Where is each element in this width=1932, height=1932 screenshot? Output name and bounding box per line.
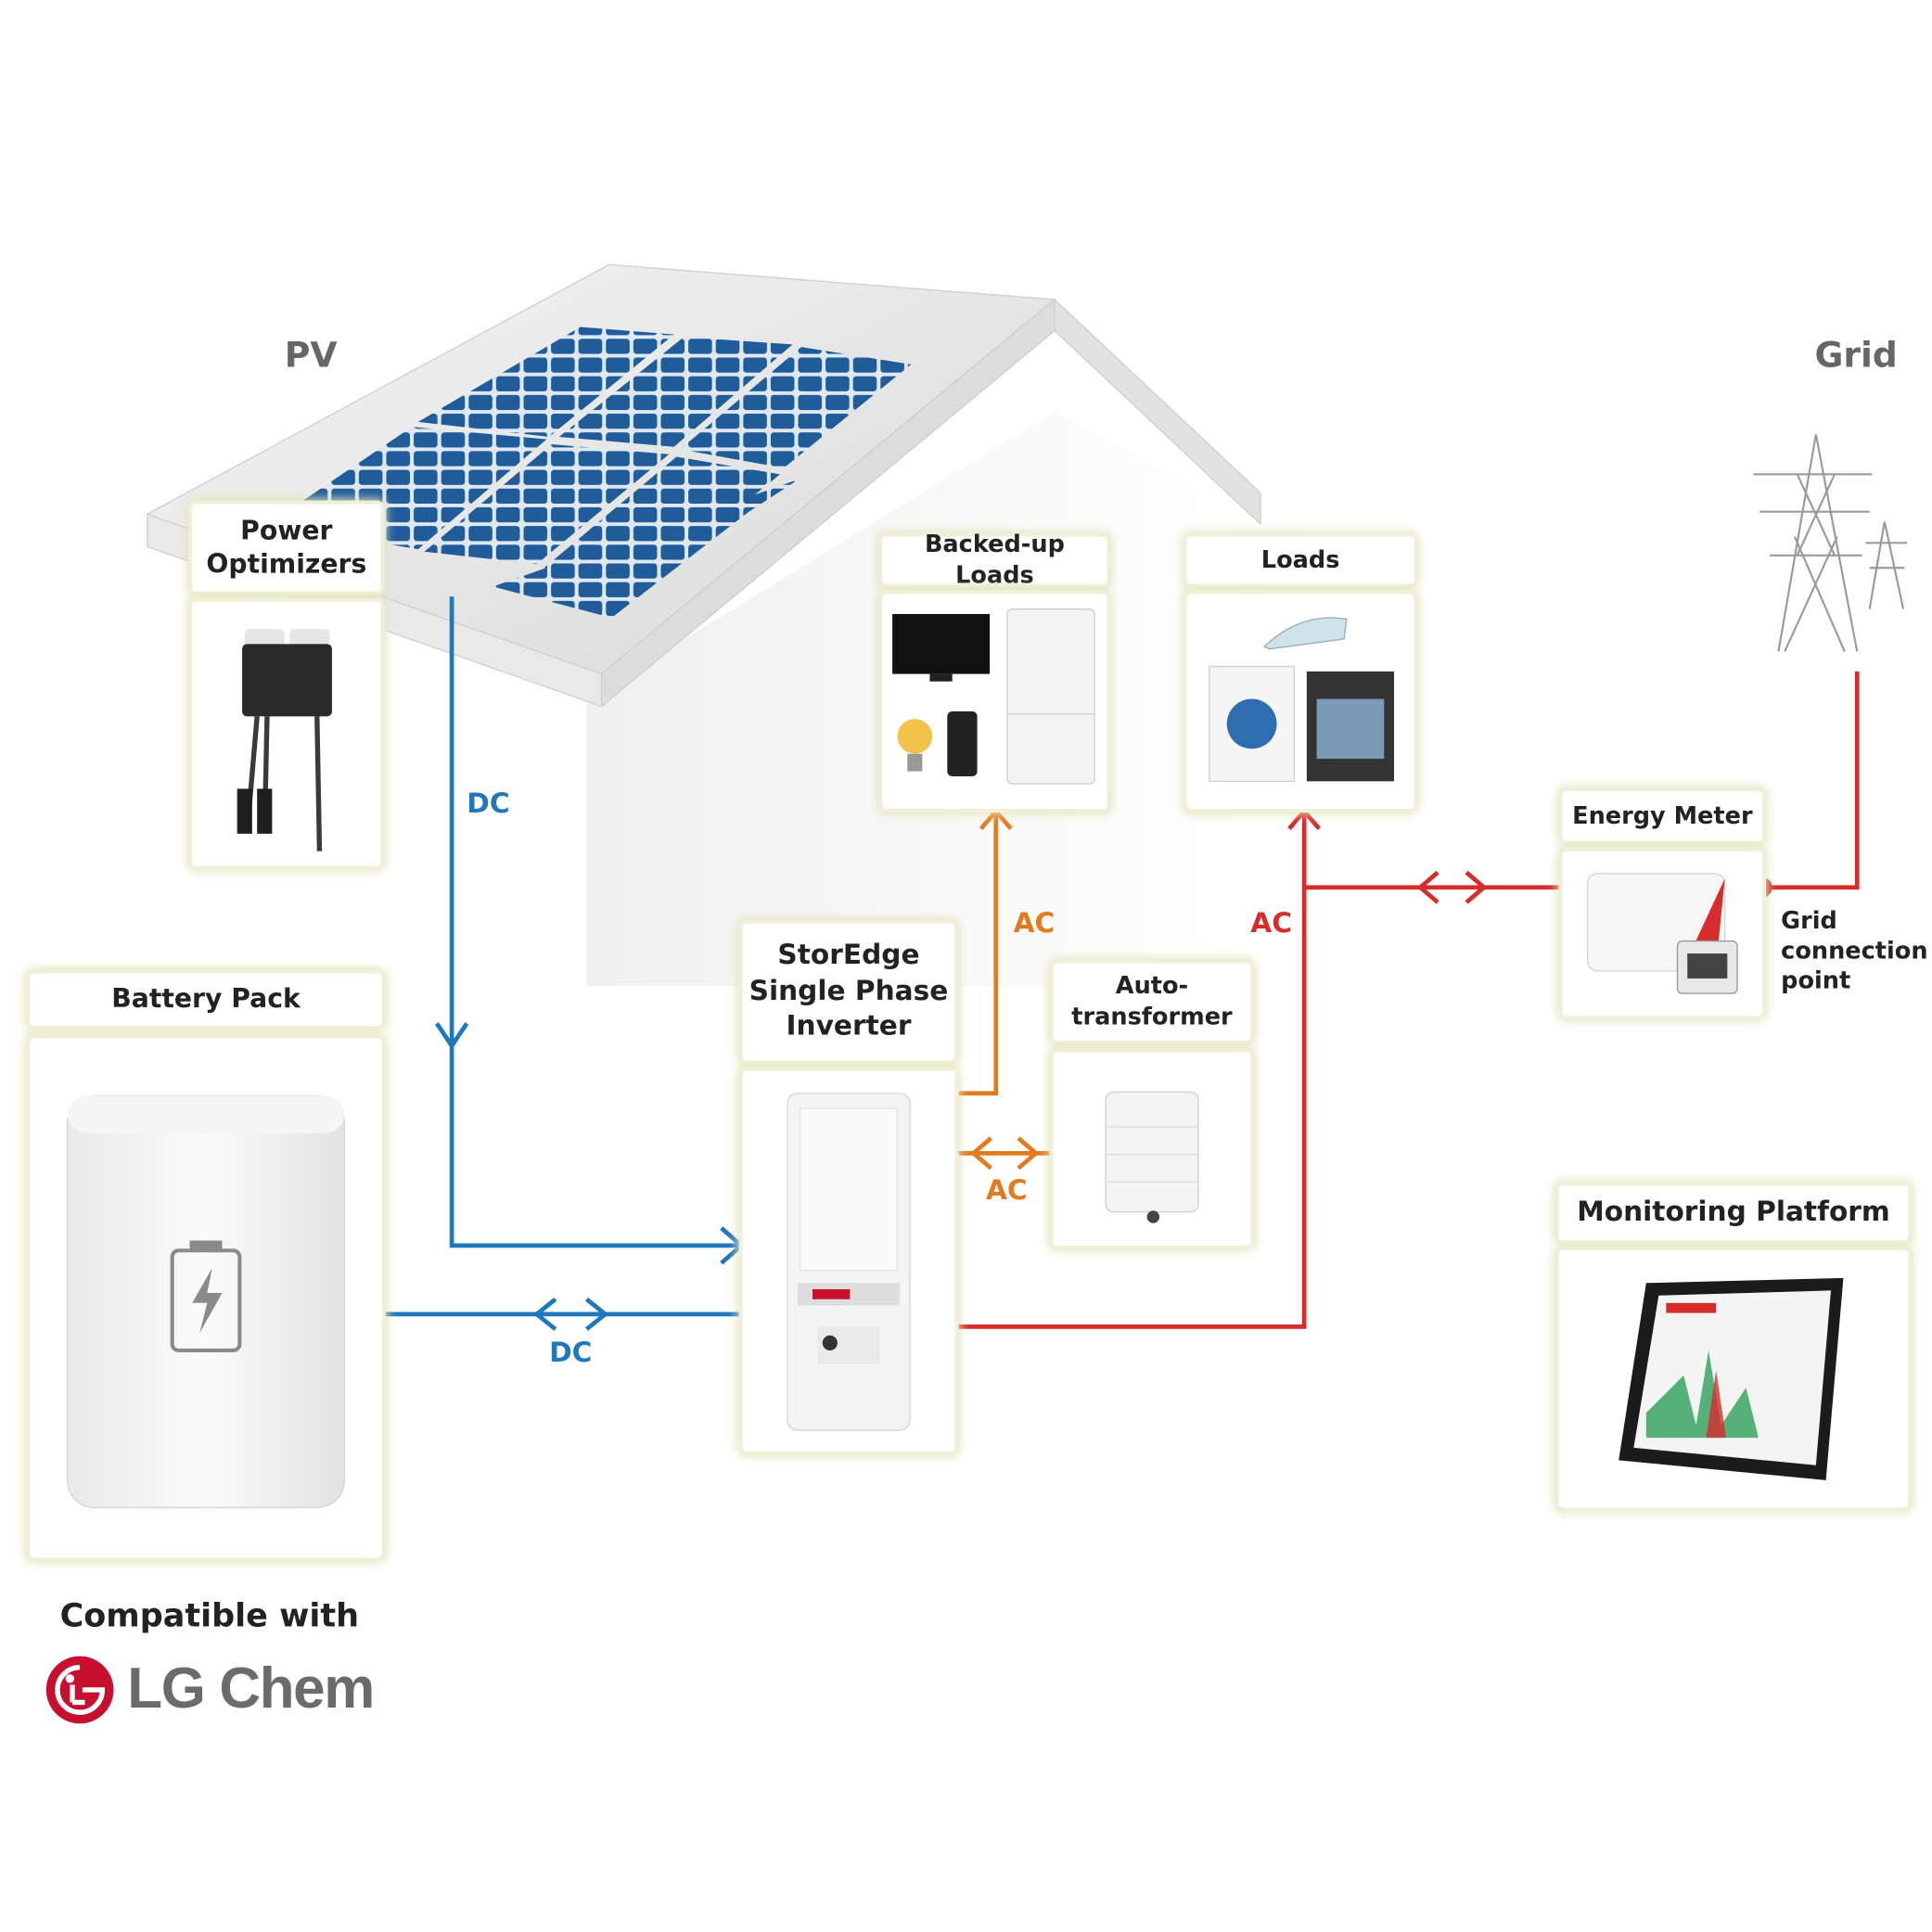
autotransformer-label: Auto- transformer (1053, 963, 1251, 1042)
pv-title: PV (284, 334, 338, 377)
energy-meter-label: Energy Meter (1562, 791, 1762, 841)
battery-pack-image (30, 1038, 382, 1558)
autotransformer-image (1053, 1052, 1251, 1246)
monitoring-platform-label: Monitoring Platform (1558, 1185, 1909, 1241)
backed-up-loads-image (882, 594, 1107, 809)
ac-backed-up-label: AC (1013, 908, 1056, 940)
backed-up-loads-label: Backed-up Loads (882, 531, 1107, 589)
monitoring-platform-image (1558, 1250, 1909, 1508)
loads-image (1186, 594, 1414, 809)
grid-towers (1753, 434, 1908, 652)
ac-red-lines (958, 671, 1860, 1329)
grid-connection-point-label: Grid connection point (1781, 907, 1928, 995)
dc-lines (384, 596, 745, 1331)
lg-logo-icon (45, 1656, 114, 1724)
ac-autotransformer-label: AC (986, 1175, 1028, 1208)
grid-title: Grid (1814, 334, 1898, 377)
dc-battery-label: DC (549, 1337, 593, 1370)
dc-pv-label: DC (467, 788, 510, 821)
battery-pack-label: Battery Pack (30, 973, 382, 1027)
ac-loads-label: AC (1250, 908, 1292, 940)
ac-orange-lines (958, 808, 1051, 1171)
inverter-image (742, 1070, 955, 1452)
inverter-label: StorEdge Single Phase Inverter (742, 923, 955, 1061)
power-optimizers-label: Power Optimizers (192, 504, 381, 592)
energy-meter-image (1562, 851, 1762, 1017)
compatible-with-text: Compatible with (59, 1597, 360, 1635)
loads-label: Loads (1186, 536, 1414, 584)
battery-charge-icon (192, 1268, 223, 1334)
lg-chem-brand: LG Chem (127, 1655, 375, 1721)
power-optimizers-image (192, 601, 381, 866)
